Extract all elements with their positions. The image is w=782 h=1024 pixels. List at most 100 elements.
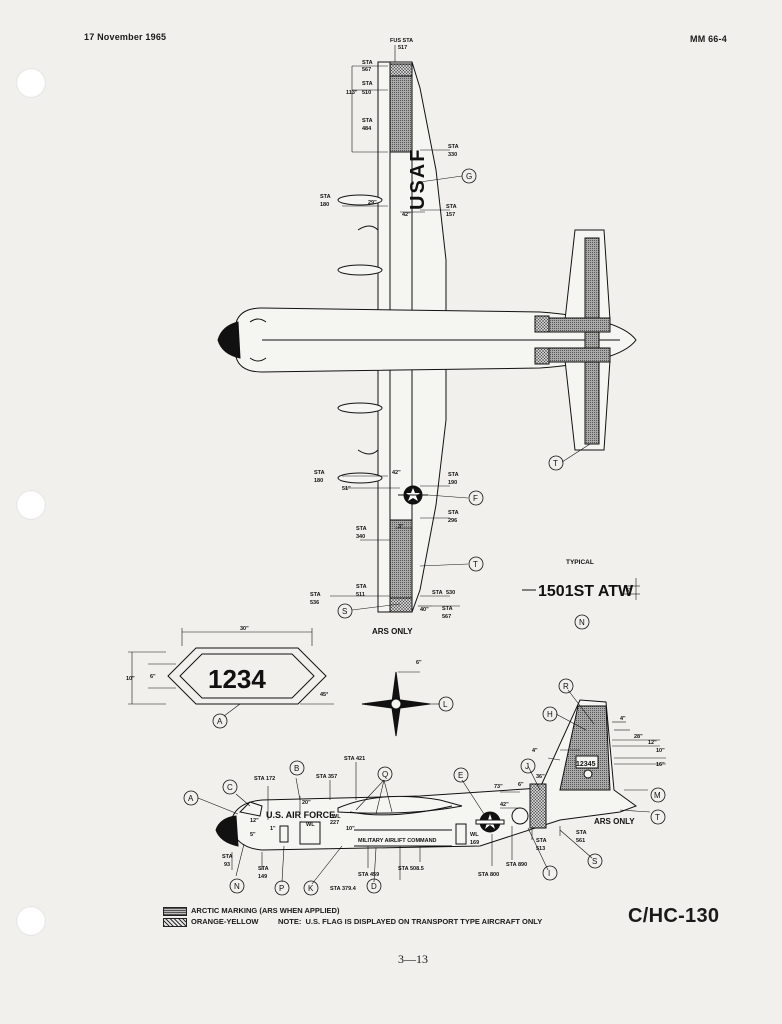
svg-text:STA: STA — [358, 872, 369, 878]
plate-number: 1234 — [208, 664, 266, 694]
side-wing-engine — [337, 795, 463, 814]
svg-text:890: 890 — [518, 862, 527, 868]
svg-text:6": 6" — [416, 660, 422, 666]
svg-text:421: 421 — [356, 756, 365, 762]
legend-arctic: ARCTIC MARKING (ARS WHEN APPLIED) — [163, 906, 339, 916]
callout-i: I — [548, 869, 550, 878]
svg-text:STA: STA — [222, 854, 233, 860]
us-air-force-lettering: U.S. AIR FORCE — [266, 810, 335, 820]
svg-text:513: 513 — [536, 846, 545, 852]
svg-text:6": 6" — [150, 674, 156, 680]
svg-text:10": 10" — [346, 826, 355, 832]
svg-text:3": 3" — [398, 524, 404, 530]
orange-swatch — [163, 917, 187, 927]
callout-a: A — [188, 794, 194, 803]
svg-text:STA: STA — [432, 590, 443, 596]
svg-text:STA: STA — [446, 204, 457, 210]
svg-text:567: 567 — [362, 67, 371, 73]
svg-text:28": 28" — [634, 734, 643, 740]
svg-text:508.5: 508.5 — [410, 866, 424, 872]
wingtip-orange-upper — [389, 63, 413, 77]
svg-text:180: 180 — [314, 478, 323, 484]
svg-text:800: 800 — [490, 872, 499, 878]
svg-text:WL: WL — [332, 814, 341, 820]
svg-text:169: 169 — [470, 840, 479, 846]
svg-text:227: 227 — [330, 820, 339, 826]
callout-e: E — [458, 771, 463, 780]
svg-text:379.4: 379.4 — [342, 886, 357, 892]
svg-text:510: 510 — [362, 90, 371, 96]
svg-text:340: 340 — [356, 534, 365, 540]
svg-text:STA: STA — [258, 866, 269, 872]
svg-text:5": 5" — [250, 832, 256, 838]
svg-text:16": 16" — [656, 762, 665, 768]
callout-t: T — [655, 813, 660, 822]
side-orange-band — [529, 783, 547, 829]
propeller — [361, 671, 454, 737]
side-view-callouts — [183, 678, 666, 896]
callout-k: K — [308, 884, 314, 893]
svg-text:STA: STA — [356, 526, 367, 532]
callout-f: F — [473, 494, 478, 503]
side-view — [197, 689, 666, 885]
nose-radome — [217, 321, 241, 359]
svg-text:4": 4" — [620, 716, 626, 722]
top-view — [217, 45, 637, 613]
svg-text:STA: STA — [320, 194, 331, 200]
svg-text:190: 190 — [448, 480, 457, 486]
binder-hole — [16, 68, 46, 98]
svg-text:511: 511 — [356, 592, 365, 598]
callout-s: S — [592, 857, 597, 866]
model-designation: C/HC-130 — [628, 905, 720, 927]
svg-text:STA: STA — [448, 510, 459, 516]
callout-p: P — [279, 884, 284, 893]
svg-text:357: 357 — [328, 774, 337, 780]
svg-text:157: 157 — [446, 212, 455, 218]
callout-g: G — [466, 172, 472, 181]
callout-d: D — [371, 882, 377, 891]
svg-text:STA: STA — [254, 776, 265, 782]
callout-l: L — [443, 700, 448, 709]
svg-text:STA: STA — [362, 118, 373, 124]
svg-text:4": 4" — [532, 748, 538, 754]
svg-text:536: 536 — [310, 600, 319, 606]
svg-text:STA: STA — [314, 470, 325, 476]
svg-text:40": 40" — [420, 607, 429, 613]
callout-s: S — [342, 607, 347, 616]
svg-text:36": 36" — [536, 774, 545, 780]
svg-text:STA: STA — [506, 862, 517, 868]
callout-m: M — [654, 791, 661, 800]
svg-text:530: 530 — [446, 590, 455, 596]
legend-note: NOTE: U.S. FLAG IS DISPLAYED ON TRANSPOR… — [278, 917, 543, 926]
svg-text:484: 484 — [362, 126, 372, 132]
usaf-lettering: USAF — [407, 148, 429, 210]
header-date: 17 November 1965 — [84, 32, 167, 42]
side-tail-number: 12345 — [576, 761, 596, 768]
svg-text:STA: STA — [344, 756, 355, 762]
svg-text:330: 330 — [448, 152, 457, 158]
callout-b: B — [294, 764, 299, 773]
svg-text:567: 567 — [442, 614, 451, 620]
svg-text:12": 12" — [250, 818, 259, 824]
binder-hole — [16, 490, 46, 520]
svg-text:42": 42" — [500, 802, 509, 808]
fus-sta-label: FUS STA — [390, 38, 413, 44]
svg-text:73": 73" — [494, 784, 503, 790]
ars-only-top: ARS ONLY — [372, 627, 413, 636]
svg-text:STA: STA — [362, 60, 373, 66]
svg-text:STA: STA — [362, 81, 373, 87]
svg-text:459: 459 — [370, 872, 379, 878]
svg-text:STA: STA — [536, 838, 547, 844]
callout-t: T — [473, 560, 478, 569]
svg-text:WL: WL — [306, 822, 315, 828]
svg-text:STA: STA — [478, 872, 489, 878]
callout-t: T — [553, 459, 558, 468]
callout-j: J — [525, 762, 529, 771]
svg-text:STA: STA — [442, 606, 453, 612]
callout-q: Q — [382, 770, 388, 779]
svg-text:172: 172 — [266, 776, 275, 782]
callout-c: C — [227, 783, 233, 792]
svg-text:6": 6" — [626, 588, 632, 594]
svg-text:STA: STA — [576, 830, 587, 836]
